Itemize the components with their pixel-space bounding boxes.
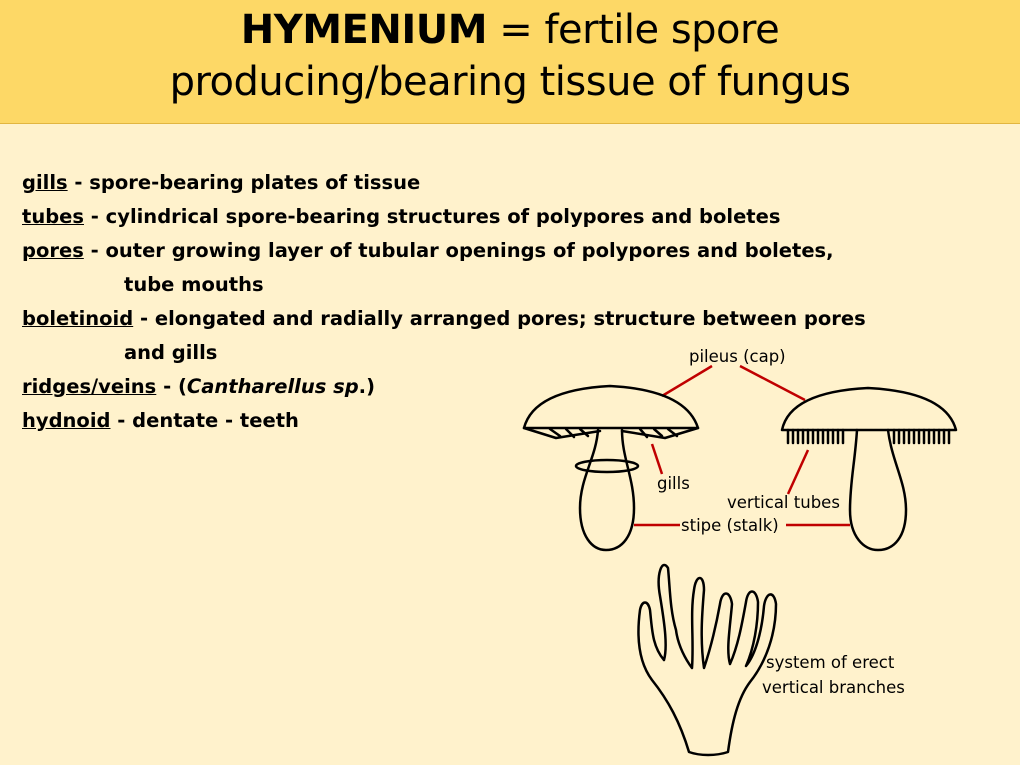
definition-boletinoid-continued: and gills: [124, 341, 218, 364]
term-ridges-veins: ridges/veins: [22, 375, 157, 398]
right-tube-marks: [786, 428, 845, 445]
leader-pileus-right: [739, 364, 806, 402]
term-tubes: tubes: [22, 205, 84, 228]
term-pores: pores: [22, 239, 84, 262]
leader-lines: [634, 364, 850, 527]
definitions-list: gills - spore-bearing plates of tissue t…: [22, 166, 982, 438]
definition-tubes: tubes - cylindrical spore-bearing struct…: [22, 200, 982, 234]
label-branches-line-2: vertical branches: [762, 678, 905, 697]
label-pileus: pileus (cap): [689, 347, 786, 366]
title-line-1: HYMENIUM = fertile spore: [0, 4, 1020, 56]
term-gills: gills: [22, 171, 68, 194]
definition-pores: pores - outer growing layer of tubular o…: [22, 234, 982, 268]
definition-hydnoid: hydnoid - dentate - teeth: [22, 404, 982, 438]
left-gill-marks: [638, 427, 679, 439]
leader-vertical-tubes: [786, 449, 810, 495]
definition-boletinoid: boletinoid - elongated and radially arra…: [22, 302, 982, 336]
title-line-2: producing/bearing tissue of fungus: [169, 59, 851, 105]
title-banner: HYMENIUM = fertile spore producing/beari…: [0, 0, 1020, 124]
term-boletinoid: boletinoid: [22, 307, 134, 330]
right-mushroom-outline: [780, 386, 958, 552]
definition-text: - dentate - teeth: [110, 409, 299, 432]
left-mushroom-outline: [522, 384, 700, 552]
right-stipe: [848, 428, 908, 552]
definition-text: - elongated and radially arranged pores;…: [133, 307, 866, 330]
definition-text: - outer growing layer of tubular opening…: [83, 239, 834, 262]
left-stipe: [578, 428, 636, 552]
leader-gills: [650, 443, 664, 475]
leader-pileus-left: [661, 364, 713, 398]
diagram-labels: pileus (cap) gills vertical tubes stipe …: [657, 347, 905, 697]
definition-text: .): [358, 375, 375, 398]
right-cap: [780, 386, 958, 432]
left-gills-edge: [620, 426, 700, 440]
term-hydnoid: hydnoid: [22, 409, 111, 432]
definition-species: Cantharellus sp: [186, 375, 359, 398]
left-cap: [522, 384, 700, 430]
title-term: HYMENIUM: [240, 7, 488, 53]
label-branches-line-1: system of erect: [766, 653, 895, 672]
label-stipe: stipe (stalk): [681, 516, 779, 535]
definition-ridges-veins: ridges/veins - (Cantharellus sp.): [22, 370, 982, 404]
definition-gills: gills - spore-bearing plates of tissue: [22, 166, 982, 200]
label-vertical-tubes: vertical tubes: [727, 493, 840, 512]
left-annulus-ring: [574, 458, 640, 474]
right-tube-marks: [892, 428, 951, 445]
coral-branches: [637, 563, 778, 757]
definition-text: - (: [156, 375, 187, 398]
definition-pores-continued: tube mouths: [124, 273, 264, 296]
definition-text: - spore-bearing plates of tissue: [67, 171, 421, 194]
coral-fungus-outline: [637, 563, 778, 757]
label-gills: gills: [657, 474, 690, 493]
left-gill-marks: [548, 427, 590, 439]
title-rest: = fertile spore: [487, 7, 780, 53]
definition-text: - cylindrical spore-bearing structures o…: [84, 205, 781, 228]
